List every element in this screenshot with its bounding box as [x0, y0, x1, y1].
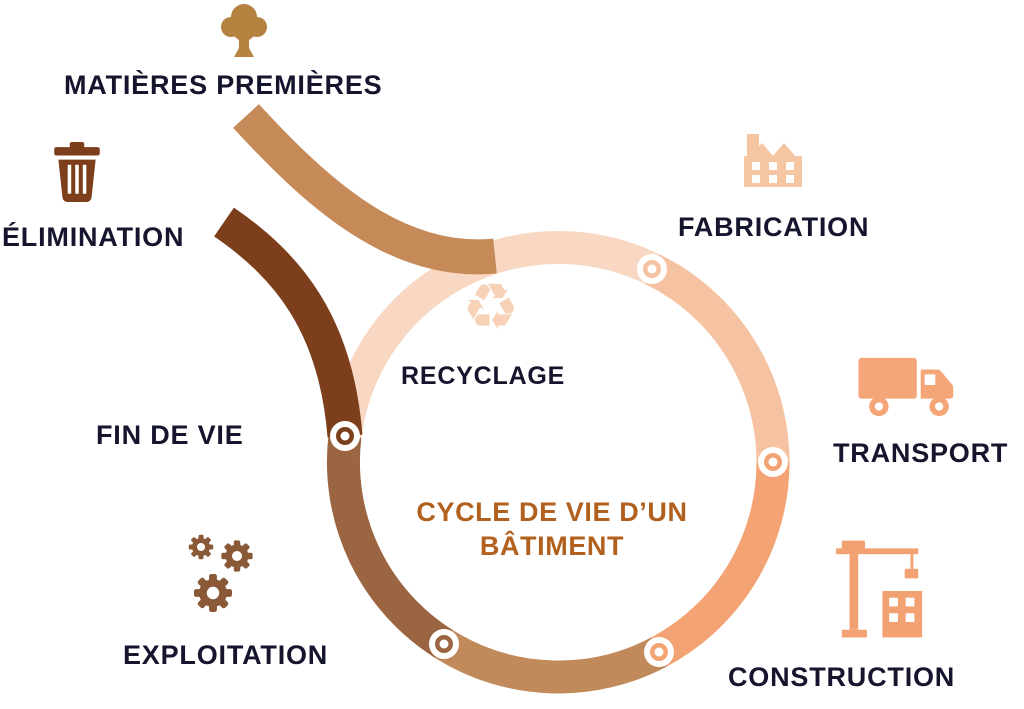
label-fabrication: FABRICATION [678, 212, 870, 242]
ring-segment-recyclage-to-fabrication [328, 231, 660, 439]
diagram-title: CYCLE DE VIE D’UN BÂTIMENT [372, 496, 732, 564]
node-center [340, 431, 350, 441]
crane-icon [835, 540, 923, 638]
node-center [768, 457, 778, 467]
ring-segment-construction-to-exploitation [435, 629, 667, 694]
ring-segment-fabrication-to-transport [644, 254, 790, 463]
diagram-title-line1: CYCLE DE VIE D’UN [416, 497, 688, 527]
node-exploitation [429, 629, 459, 659]
truck-wheel-hub [935, 402, 944, 411]
arc-to-matieres-premieres [233, 104, 497, 275]
tree-shape [221, 4, 267, 57]
label-elimination: ÉLIMINATION [2, 222, 185, 252]
label-fin-de-vie: FIN DE VIE [96, 420, 244, 450]
recycle-icon: ♻ [462, 271, 520, 345]
ring-segment-exploitation-to-fin-de-vie [326, 434, 453, 658]
node-center [439, 639, 449, 649]
node-fin-de-vie [330, 421, 360, 451]
factory-windows [752, 162, 794, 183]
gear-holes [197, 543, 242, 600]
trash-icon [54, 142, 100, 202]
label-exploitation: EXPLOITATION [123, 640, 329, 670]
ring-segment-transport-to-construction [651, 461, 790, 667]
factory-icon [744, 134, 802, 187]
tree-icon [221, 4, 267, 57]
label-construction: CONSTRUCTION [728, 662, 956, 692]
gears-icon [188, 534, 253, 613]
crane-building-windows [889, 597, 915, 622]
label-recyclage: RECYCLAGE [401, 362, 566, 390]
node-construction [644, 637, 674, 667]
node-center [647, 264, 657, 274]
node-center [654, 647, 664, 657]
node-fabrication [637, 254, 667, 284]
label-matieres-premieres: MATIÈRES PREMIÈRES [64, 70, 383, 100]
truck-window [924, 374, 936, 386]
truck-icon [858, 357, 954, 417]
trash-slats [67, 164, 87, 194]
crane-shape [835, 540, 923, 638]
arc-to-elimination [214, 207, 363, 438]
truck-wheel-hub [874, 402, 883, 411]
node-transport [758, 447, 788, 477]
label-transport: TRANSPORT [833, 438, 1009, 468]
diagram-title-line2: BÂTIMENT [479, 530, 625, 561]
